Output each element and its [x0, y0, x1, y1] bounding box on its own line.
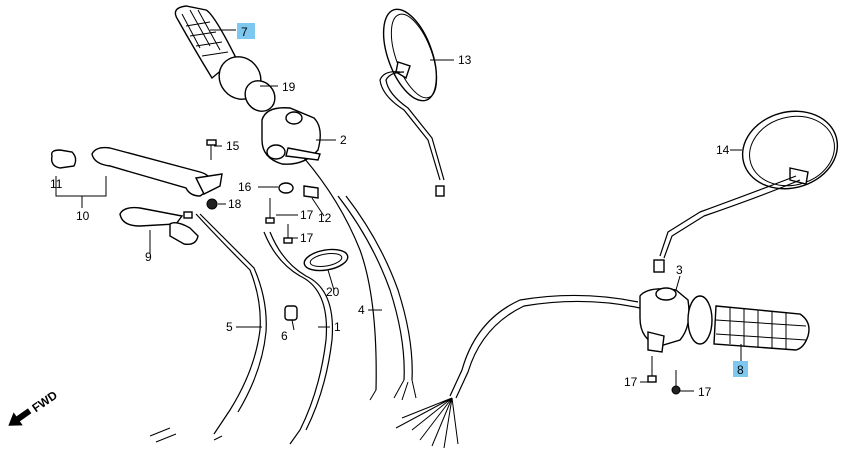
harness-right-a [449, 294, 639, 397]
callout-20: 20 [326, 285, 340, 299]
right-mirror [653, 110, 839, 273]
harness-wires-left [369, 379, 417, 401]
callout-19: 19 [282, 80, 296, 94]
callout-7: 7 [241, 25, 248, 39]
left-switch-housing [261, 107, 321, 165]
cable-1 [263, 231, 328, 445]
clutch-switch [119, 206, 199, 246]
nut-18 [206, 198, 218, 210]
callout-16: 16 [238, 180, 252, 194]
cable-5 [195, 213, 261, 435]
screw-12 [303, 185, 319, 199]
cable-1b [269, 231, 334, 431]
washer-16 [278, 182, 294, 194]
bolt-17-c [647, 356, 657, 383]
bolt-17-b [283, 224, 293, 244]
throttle-grip [687, 295, 810, 351]
left-grip [174, 5, 276, 112]
callout-17-d: 17 [698, 385, 712, 399]
harness-4a [303, 157, 377, 391]
bolt-17-d [671, 370, 681, 395]
callout-9: 9 [145, 250, 152, 264]
band-20 [303, 248, 349, 272]
callout-3: 3 [676, 263, 683, 277]
callout-11: 11 [50, 177, 63, 191]
callout-6: 6 [281, 329, 288, 343]
callout-17-c: 17 [624, 375, 638, 389]
callout-18: 18 [228, 197, 242, 211]
highlight-7 [237, 23, 255, 39]
cable-5b [199, 213, 267, 413]
lever-cover [50, 149, 77, 169]
bolt-17-a [265, 198, 275, 224]
bracket-10 [55, 176, 107, 197]
adjuster-6 [284, 305, 298, 321]
callout-12: 12 [318, 211, 332, 225]
callout-15: 15 [226, 139, 240, 153]
callout-4: 4 [358, 303, 365, 317]
brake-lever [91, 146, 223, 197]
harness-4b [337, 195, 405, 381]
left-mirror [379, 8, 445, 197]
right-switch-housing [639, 287, 690, 353]
fwd-label: FWD [29, 388, 60, 415]
callout-5: 5 [226, 320, 233, 334]
callout-1: 1 [334, 320, 341, 334]
fwd-indicator: FWD [8, 388, 60, 426]
callout-17-a: 17 [300, 208, 314, 222]
callout-17-b: 17 [300, 231, 314, 245]
callout-14: 14 [716, 143, 730, 157]
cable-ends [149, 427, 223, 443]
harness-wires-right [395, 397, 459, 449]
harness-4c [345, 195, 413, 381]
bolt-15 [206, 139, 217, 160]
callout-8: 8 [737, 363, 744, 377]
highlight-8 [733, 361, 748, 377]
callout-13: 13 [458, 53, 472, 67]
harness-right-b [455, 300, 641, 399]
leader-lines [149, 29, 742, 392]
callout-2: 2 [340, 133, 347, 147]
callout-10: 10 [76, 209, 90, 223]
